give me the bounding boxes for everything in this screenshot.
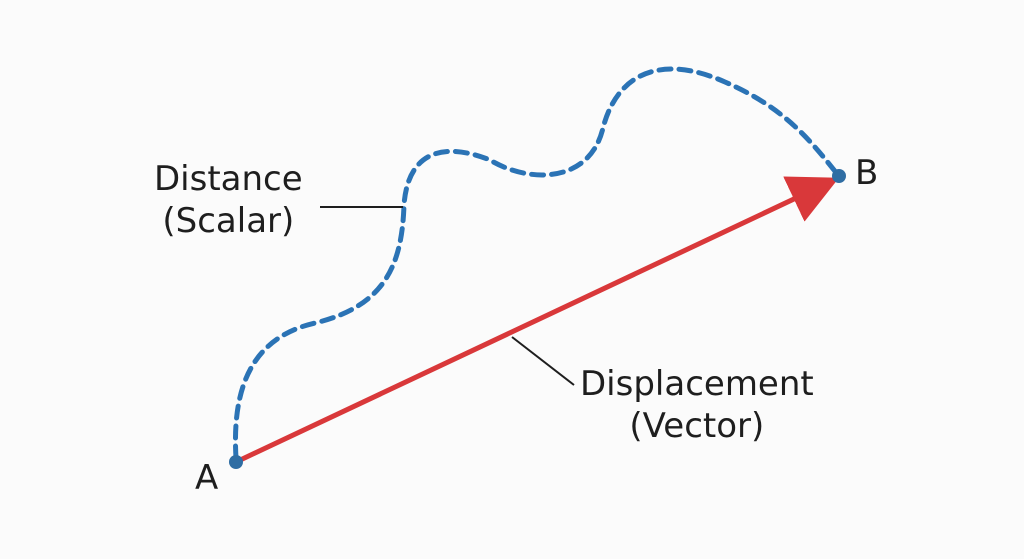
distance-label-line1: Distance — [154, 159, 303, 199]
point-b-marker — [832, 169, 846, 183]
distance-label: Distance (Scalar) — [154, 158, 303, 242]
distance-path — [232, 66, 841, 461]
displacement-leader-line — [511, 336, 575, 386]
distance-label-line2: (Scalar) — [162, 201, 295, 241]
displacement-label: Displacement (Vector) — [580, 363, 814, 447]
point-a-marker — [229, 455, 243, 469]
point-b-label: B — [855, 153, 879, 193]
displacement-arrow — [233, 176, 840, 465]
displacement-label-line1: Displacement — [580, 364, 814, 404]
displacement-label-line2: (Vector) — [629, 406, 765, 446]
point-a-label: A — [195, 458, 219, 498]
